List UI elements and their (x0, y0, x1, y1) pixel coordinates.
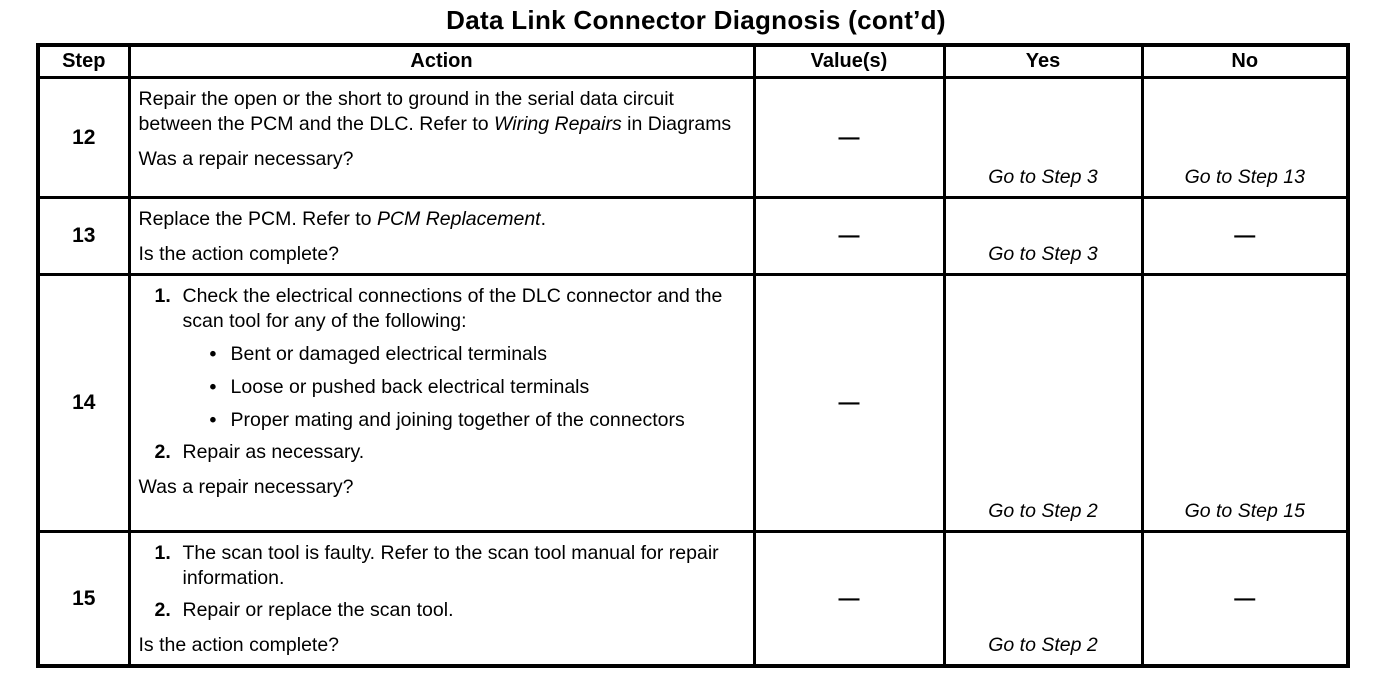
value-cell: — (752, 530, 946, 668)
action-block-num: 1. The scan tool is faulty. Refer to the … (139, 541, 743, 591)
action-content: Replace the PCM. Refer to PCM Replacemen… (139, 207, 743, 232)
diagnosis-table: Step Action Value(s) Yes No 12 Repair th… (36, 43, 1350, 668)
action-block-bullet: • Bent or damaged electrical terminals (139, 342, 743, 367)
header-row: Step Action Value(s) Yes No (36, 43, 1350, 79)
action-text: Check the electrical connections of the … (182, 285, 723, 332)
col-header-step: Step (36, 43, 131, 79)
table-row: 12 Repair the open or the short to groun… (36, 76, 1350, 199)
action-text: . (540, 208, 547, 230)
action-question: Was a repair necessary? (138, 476, 354, 498)
yes-cell: Go to Step 3 (942, 76, 1144, 199)
action-text: Bent or damaged electrical terminals (230, 343, 548, 365)
step-cell: 15 (36, 530, 131, 668)
list-number: 2. (154, 441, 171, 463)
action-question: Is the action complete? (138, 634, 340, 656)
action-block-num: 1. Check the electrical connections of th… (139, 284, 743, 334)
no-cell: — (1140, 530, 1350, 668)
bullet-icon: • (209, 409, 217, 431)
action-cell: 1. The scan tool is faulty. Refer to the … (127, 530, 756, 668)
value-cell: — (752, 76, 946, 199)
list-number: 1. (154, 542, 171, 564)
action-text: Repair the open or the short to ground i… (138, 88, 674, 135)
col-header-no: No (1140, 43, 1350, 79)
action-text: Repair or replace the scan tool. (182, 599, 454, 621)
list-number: 1. (154, 285, 171, 307)
yes-cell: Go to Step 2 (942, 530, 1144, 668)
table-row: 13 Replace the PCM. Refer to PCM Replace… (36, 196, 1350, 276)
step-cell: 13 (36, 196, 131, 276)
action-text: in Diagrams (621, 113, 732, 135)
col-header-yes: Yes (942, 43, 1144, 79)
action-text: Repair as necessary. (182, 441, 365, 463)
action-block-num: 2. Repair or replace the scan tool. (139, 598, 743, 623)
col-header-values: Value(s) (752, 43, 946, 79)
action-block-bullet: • Loose or pushed back electrical termina… (139, 375, 743, 400)
no-cell: Go to Step 13 (1140, 76, 1350, 199)
value-cell: — (752, 273, 946, 533)
action-cell: Replace the PCM. Refer to PCM Replacemen… (127, 196, 756, 276)
action-content: 1. The scan tool is faulty. Refer to the … (139, 541, 743, 623)
action-text: Replace the PCM. Refer to (138, 208, 377, 230)
table-body: 12 Repair the open or the short to groun… (36, 76, 1350, 668)
action-text: Loose or pushed back electrical terminal… (230, 376, 590, 398)
step-cell: 14 (36, 273, 131, 533)
reference-text: Wiring Repairs (494, 113, 622, 135)
action-block-num: 2. Repair as necessary. (139, 440, 743, 465)
action-question: Is the action complete? (138, 243, 340, 265)
bullet-icon: • (209, 343, 217, 365)
list-number: 2. (154, 599, 171, 621)
page-title: Data Link Connector Diagnosis (cont’d) (446, 5, 946, 35)
action-cell: 1. Check the electrical connections of th… (127, 273, 756, 533)
action-question: Was a repair necessary? (138, 148, 354, 170)
action-text: The scan tool is faulty. Refer to the sc… (182, 542, 719, 589)
reference-text: PCM Replacement (376, 208, 541, 230)
yes-cell: Go to Step 3 (942, 196, 1144, 276)
action-cell: Repair the open or the short to ground i… (127, 76, 756, 199)
action-block-para: Repair the open or the short to ground i… (139, 87, 743, 137)
no-cell: — (1140, 196, 1350, 276)
table-row: 14 1. Check the electrical connections of… (36, 273, 1350, 533)
action-block-bullet: • Proper mating and joining together of t… (139, 408, 743, 433)
action-block-para: Replace the PCM. Refer to PCM Replacemen… (139, 207, 743, 232)
yes-cell: Go to Step 2 (942, 273, 1144, 533)
col-header-action: Action (127, 43, 756, 79)
action-text: Proper mating and joining together of th… (230, 409, 685, 431)
no-cell: Go to Step 15 (1140, 273, 1350, 533)
table-row: 15 1. The scan tool is faulty. Refer to t… (36, 530, 1350, 668)
value-cell: — (752, 196, 946, 276)
bullet-icon: • (209, 376, 217, 398)
step-cell: 12 (36, 76, 131, 199)
action-content: Repair the open or the short to ground i… (139, 87, 743, 137)
action-content: 1. Check the electrical connections of th… (139, 284, 743, 465)
